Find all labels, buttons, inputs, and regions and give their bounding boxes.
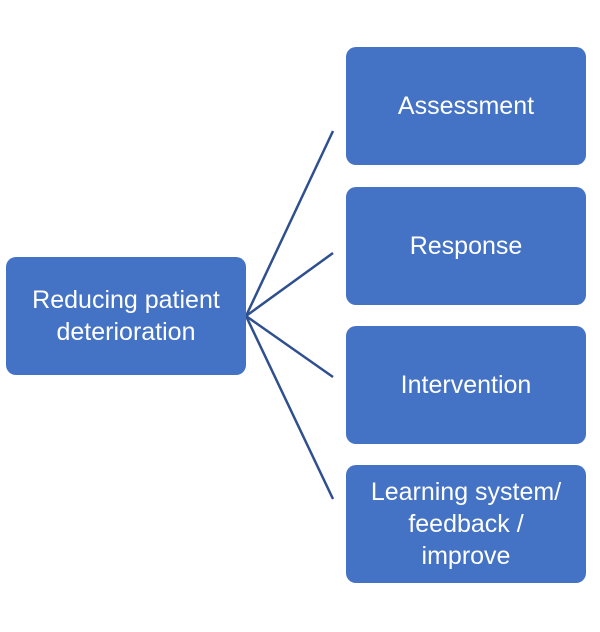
connector-line-learning-system <box>244 315 335 500</box>
root-node-reducing-patient-deterioration: Reducing patient deterioration <box>6 257 246 375</box>
root-node-label: Reducing patient deterioration <box>32 286 220 346</box>
child-node-learning-system: Learning system/ feedback / improve <box>346 465 586 583</box>
connector-line-intervention <box>245 314 334 379</box>
connector-line-response <box>245 251 334 318</box>
child-node-intervention: Intervention <box>346 326 586 444</box>
child-node-label: Response <box>409 232 523 260</box>
child-node-label: Learning system/ feedback / improve <box>370 478 562 570</box>
child-node-assessment: Assessment <box>346 47 586 165</box>
child-node-label: Intervention <box>400 371 532 399</box>
child-node-label: Assessment <box>397 92 535 120</box>
child-node-response: Response <box>346 187 586 305</box>
connector-line-assessment <box>244 130 335 317</box>
